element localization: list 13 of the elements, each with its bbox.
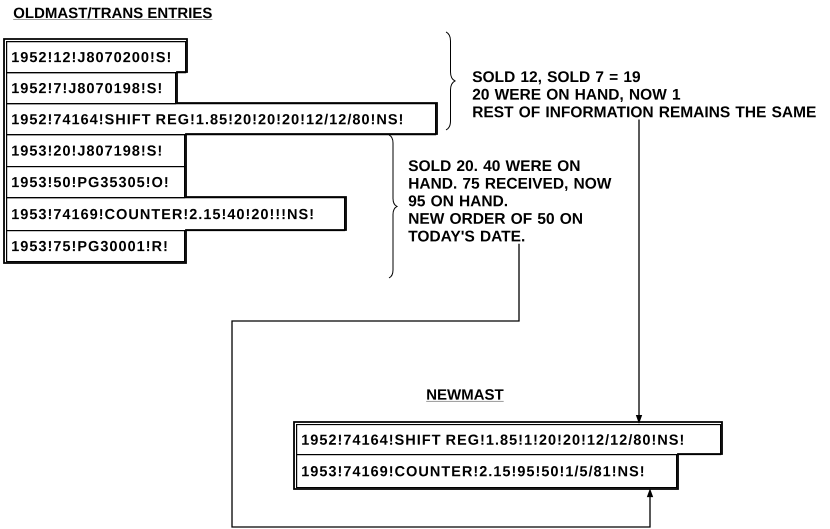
node-label: OLDMAST/TRANS ENTRIES — [14, 7, 212, 18]
record-row: 1952!74164!SHIFT REG!1.85!20!20!20!12/12/80!NS! — [6, 103, 436, 136]
record-row: 1953!75!PG30001!R! — [6, 230, 186, 262]
record-row: 1953!74169!COUNTER!2.15!95!50!1/5/81!NS! — [296, 454, 678, 488]
note-text: SOLD 12, SOLD 7 = 19 20 WERE ON HAND, NOW 1 REST OF INFORMATION REMAINS THE SAME — [472, 71, 816, 118]
record-row: 1953!20!J807198!S! — [6, 134, 186, 168]
node-label: NEWMAST — [427, 389, 504, 400]
record-row: 1952!7!J8070198!S! — [6, 72, 176, 104]
record-row: 1953!74169!COUNTER!2.15!40!20!!!NS! — [6, 197, 346, 232]
record-row: 1952!12!J8070200!S! — [6, 41, 186, 74]
record-row: 1953!50!PG35305!O! — [6, 166, 186, 198]
record-row: 1952!74164!SHIFT REG!1.85!1!20!20!12/12/80!NS! — [296, 424, 722, 456]
note-text: SOLD 20. 40 WERE ON HAND. 75 RECEIVED, NOW 95 ON HAND. NEW ORDER OF 50 ON TODAY'S DATE. — [408, 160, 612, 242]
